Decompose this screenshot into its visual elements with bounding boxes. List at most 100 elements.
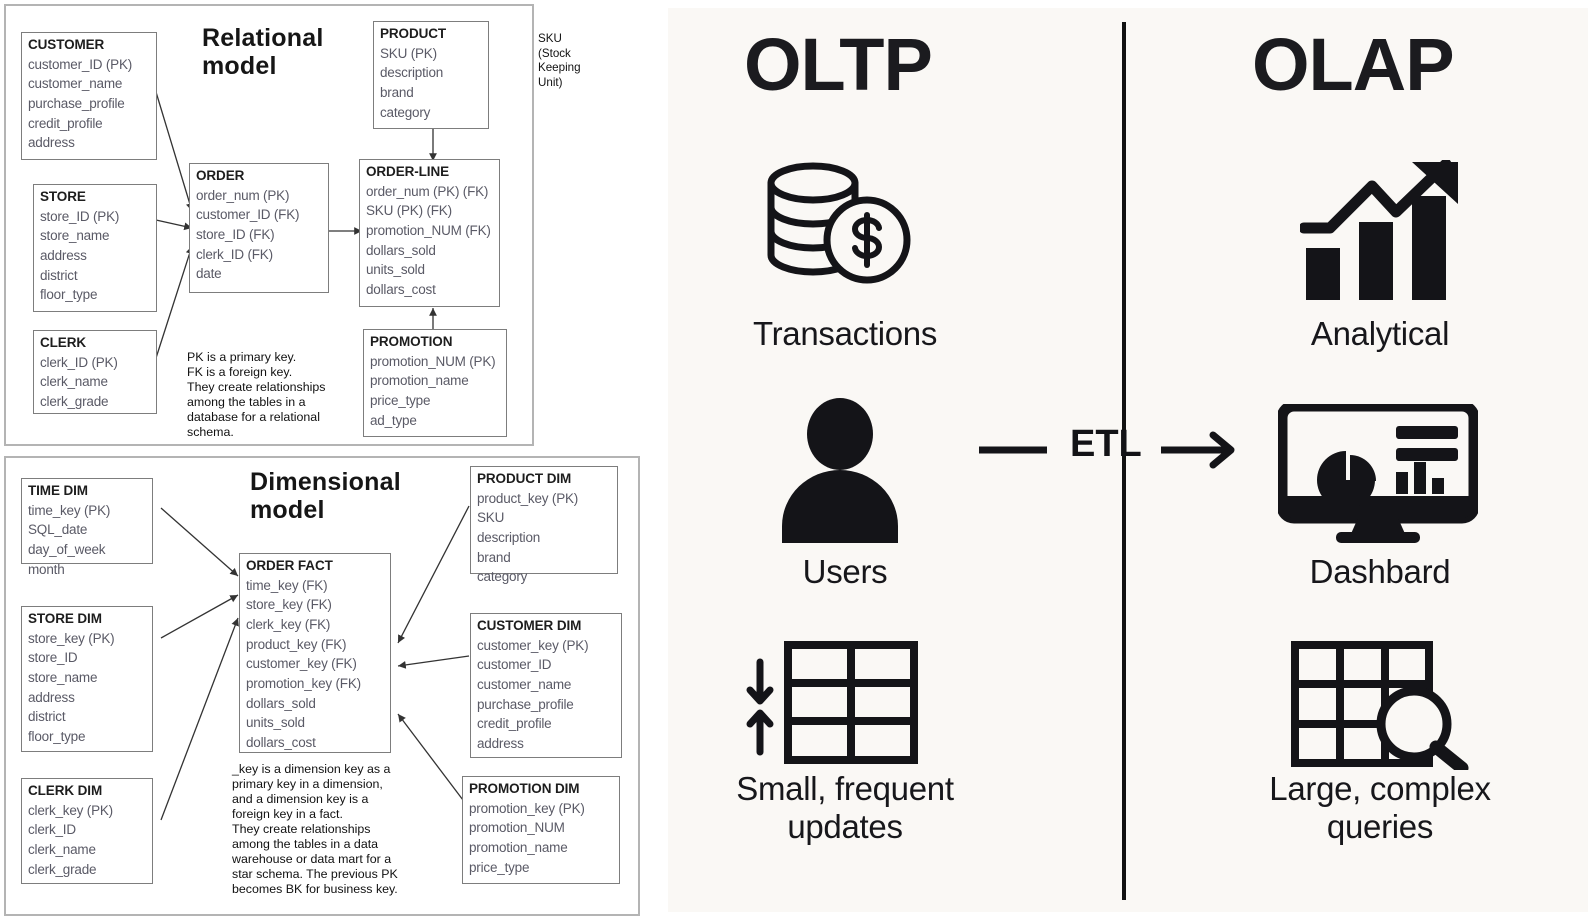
entity-field: clerk_key (PK) [28, 802, 113, 818]
relational-model-title: Relational model [202, 24, 324, 80]
entity-field: ad_type [370, 412, 417, 428]
entity-field: customer_key (PK) [477, 637, 589, 653]
etl-arrow: ETL [975, 423, 1245, 481]
entity-field: product_key (FK) [246, 636, 347, 652]
dimensional-legend-note: _key is a dimension key as a primary key… [232, 762, 398, 896]
entity-field: description [477, 529, 541, 545]
entity-order-line[interactable]: ORDER-LINE order_num (PK) (FK) SKU (PK) … [359, 159, 500, 307]
entity-field: units_sold [246, 715, 305, 731]
entity-field: address [477, 736, 524, 752]
entity-header: PROMOTION [370, 334, 453, 349]
entity-field: brand [380, 84, 414, 100]
entity-field: purchase_profile [28, 95, 125, 111]
entity-product[interactable]: PRODUCT SKU (PK) description brand categ… [373, 21, 489, 129]
dimensional-relationship-lines [160, 505, 470, 821]
entity-header: CLERK [40, 335, 86, 350]
entity-field: dollars_sold [246, 695, 316, 711]
entity-field: clerk_ID (FK) [196, 246, 273, 262]
entity-field: customer_ID (PK) [28, 56, 133, 72]
oltp-caption-users: Users [802, 553, 888, 590]
entity-field: credit_profile [28, 115, 103, 131]
table-search-icon [1290, 640, 1470, 775]
entity-field: brand [477, 549, 511, 565]
entity-header: PRODUCT [380, 26, 447, 41]
entity-field: price_type [370, 392, 431, 408]
entity-header: STORE [40, 189, 86, 204]
entity-store[interactable]: STORE store_ID (PK) store_name address d… [33, 184, 157, 312]
entity-field: clerk_grade [40, 393, 109, 409]
entity-time-dim[interactable]: TIME DIM time_key (PK) SQL_date day_of_w… [21, 478, 153, 577]
entity-header: ORDER-LINE [366, 164, 449, 179]
entity-field: store_ID (FK) [196, 226, 275, 242]
entity-customer-dim[interactable]: CUSTOMER DIM customer_key (PK) customer_… [470, 613, 622, 758]
entity-field: customer_key (FK) [246, 656, 357, 672]
dimensional-model-panel: Dimensional model TIME DIM time_key (PK)… [4, 456, 640, 916]
entity-field: customer_name [477, 676, 572, 692]
entity-field: promotion_name [469, 839, 568, 855]
entity-field: store_name [40, 228, 110, 244]
oltp-caption-transactions: Transactions [752, 315, 938, 352]
entity-field: order_num (PK) (FK) [366, 183, 489, 199]
relational-legend-note: PK is a primary key. FK is a foreign key… [187, 350, 326, 439]
entity-field: SKU [477, 510, 505, 526]
entity-field: time_key (PK) [28, 502, 111, 518]
relational-model-panel: Relational model CUSTOMER customer_ID (P… [4, 4, 534, 446]
entity-field: promotion_key (FK) [246, 676, 361, 692]
entity-product-dim[interactable]: PRODUCT DIM product_key (PK) SKU descrip… [470, 466, 618, 584]
entity-field: category [477, 569, 528, 585]
olap-caption-analytical: Analytical [1310, 315, 1450, 352]
entity-header: CUSTOMER [28, 37, 105, 52]
entity-field: time_key (FK) [246, 577, 328, 593]
entity-field: store_ID [28, 650, 78, 666]
entity-field: order_num (PK) [196, 187, 290, 203]
dimensional-model-title: Dimensional model [250, 468, 401, 524]
entity-field: dollars_cost [246, 735, 316, 751]
entity-field: promotion_NUM [469, 820, 565, 836]
entity-promotion[interactable]: PROMOTION promotion_NUM (PK) promotion_n… [363, 329, 507, 437]
entity-field: address [28, 689, 75, 705]
olap-title: OLAP [1252, 23, 1455, 106]
entity-store-dim[interactable]: STORE DIM store_key (PK) store_ID store_… [21, 606, 153, 752]
table-updates-icon [740, 640, 920, 765]
entity-field: clerk_grade [28, 861, 97, 877]
user-icon [775, 398, 905, 543]
entity-field: day_of_week [28, 541, 106, 557]
entity-header: ORDER FACT [246, 558, 333, 573]
entity-field: district [40, 267, 78, 283]
entity-order-fact[interactable]: ORDER FACT time_key (FK) store_key (FK) … [239, 553, 391, 753]
entity-field: price_type [469, 859, 530, 875]
entity-field: clerk_name [40, 374, 108, 390]
entity-customer[interactable]: CUSTOMER customer_ID (PK) customer_name … [21, 32, 157, 160]
entity-field: credit_profile [477, 716, 552, 732]
entity-header: STORE DIM [28, 611, 102, 626]
entity-field: date [196, 266, 222, 282]
entity-order[interactable]: ORDER order_num (PK) customer_ID (FK) st… [189, 163, 329, 293]
entity-field: address [28, 135, 75, 151]
entity-promotion-dim[interactable]: PROMOTION DIM promotion_key (PK) promoti… [462, 776, 620, 884]
entity-clerk[interactable]: CLERK clerk_ID (PK) clerk_name clerk_gra… [33, 330, 157, 414]
entity-field: clerk_name [28, 841, 96, 857]
database-coin-icon [755, 155, 925, 295]
oltp-title: OLTP [744, 23, 933, 106]
entity-header: CUSTOMER DIM [477, 618, 582, 633]
oltp-olap-divider [1122, 22, 1126, 900]
entity-field: customer_name [28, 76, 123, 92]
entity-field: promotion_key (PK) [469, 800, 585, 816]
entity-clerk-dim[interactable]: CLERK DIM clerk_key (PK) clerk_ID clerk_… [21, 778, 153, 884]
entity-field: dollars_sold [366, 242, 436, 258]
oltp-caption-updates: Small, frequent updates [736, 770, 954, 846]
entity-field: dollars_cost [366, 282, 436, 298]
entity-field: customer_ID (FK) [196, 207, 300, 223]
entity-field: customer_ID [477, 657, 552, 673]
entity-field: address [40, 247, 87, 263]
entity-field: month [28, 561, 65, 577]
entity-field: SQL_date [28, 522, 88, 538]
sku-abbreviation-note: SKU (Stock Keeping Unit) [538, 32, 581, 89]
entity-field: promotion_NUM (PK) [370, 353, 496, 369]
entity-field: units_sold [366, 262, 425, 278]
entity-field: description [380, 65, 444, 81]
entity-field: store_key (PK) [28, 630, 115, 646]
entity-field: store_ID (PK) [40, 208, 120, 224]
entity-field: SKU (PK) [380, 45, 437, 61]
entity-field: district [28, 709, 66, 725]
